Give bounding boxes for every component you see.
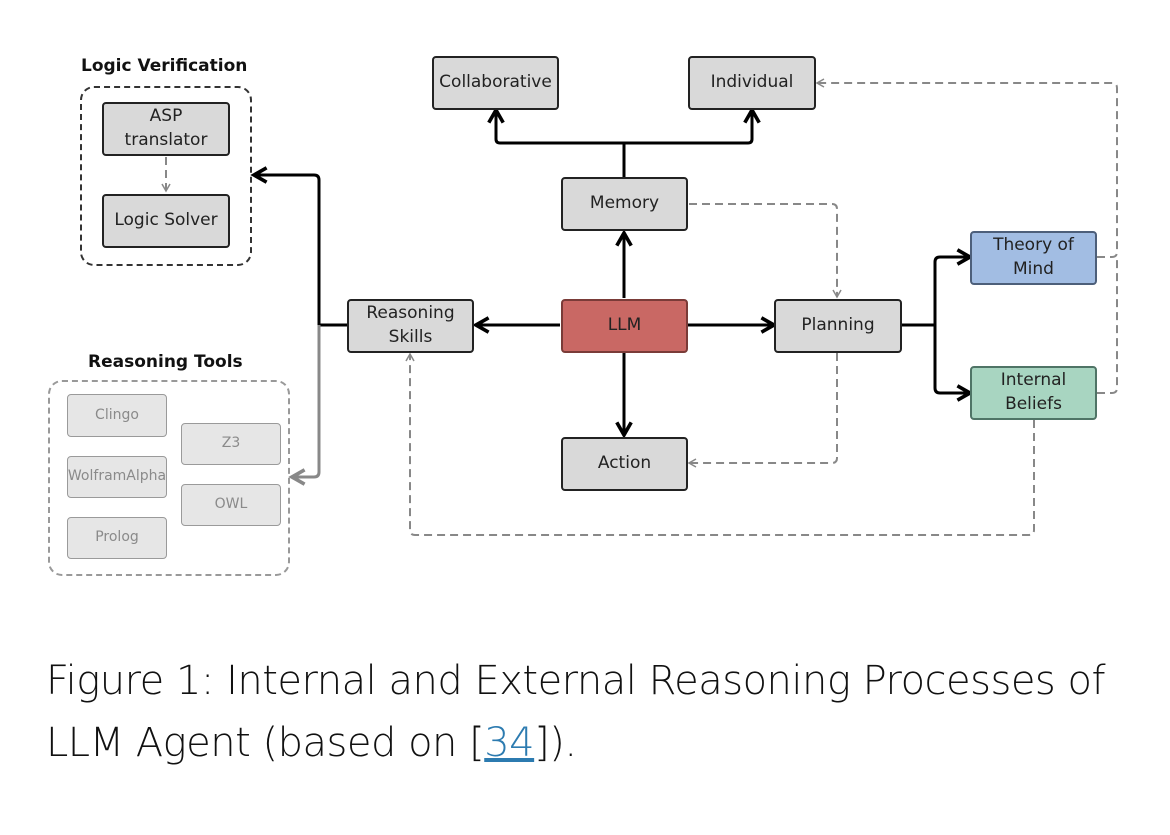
- node-theory-of-mind[interactable]: Theory of Mind: [970, 231, 1097, 285]
- node-individual[interactable]: Individual: [688, 56, 816, 110]
- node-collaborative[interactable]: Collaborative: [432, 56, 559, 110]
- node-planning[interactable]: Planning: [774, 299, 902, 353]
- tool-clingo[interactable]: Clingo: [67, 394, 167, 437]
- node-internal-beliefs[interactable]: Internal Beliefs: [970, 366, 1097, 420]
- node-action[interactable]: Action: [561, 437, 688, 491]
- edge-tom-individual: [815, 78, 1118, 258]
- edge-memory-individual: [624, 106, 761, 145]
- edge-reasoning-tools: [288, 325, 321, 486]
- node-memory[interactable]: Memory: [561, 177, 688, 231]
- edges-layer: [161, 78, 1118, 536]
- edge-reasoning-logicverification: [250, 166, 348, 327]
- edge-beliefs-individual: [1097, 260, 1118, 394]
- caption-text-end: ]).: [534, 720, 577, 766]
- edge-memory-planning: [689, 203, 842, 299]
- logic-verification-group: [80, 86, 252, 266]
- reasoning-tools-title: Reasoning Tools: [88, 352, 243, 372]
- citation-link[interactable]: 34: [484, 720, 535, 766]
- tool-owl[interactable]: OWL: [181, 484, 281, 526]
- logic-verification-title: Logic Verification: [81, 56, 248, 76]
- node-reasoning-skills[interactable]: Reasoning Skills: [347, 299, 474, 353]
- edge-planning-beliefs: [933, 325, 974, 402]
- edge-memory-collaborative: [487, 106, 624, 145]
- diagram: Logic Verification ASP translator Logic …: [48, 56, 1118, 576]
- node-llm[interactable]: LLM: [561, 299, 688, 353]
- node-asp-translator[interactable]: ASP translator: [102, 102, 230, 156]
- edge-planning-tom: [933, 248, 974, 325]
- reasoning-tools-group: [48, 380, 290, 576]
- caption-text: Figure 1: Internal and External Reasonin…: [46, 658, 1106, 766]
- figure-caption: Figure 1: Internal and External Reasonin…: [46, 650, 1146, 774]
- edge-planning-action: [687, 353, 838, 468]
- tool-prolog[interactable]: Prolog: [67, 517, 167, 559]
- tool-wolframalpha[interactable]: WolframAlpha: [67, 456, 167, 498]
- edge-beliefs-reasoning: [405, 352, 1035, 536]
- node-logic-solver[interactable]: Logic Solver: [102, 194, 230, 248]
- tool-z3[interactable]: Z3: [181, 423, 281, 465]
